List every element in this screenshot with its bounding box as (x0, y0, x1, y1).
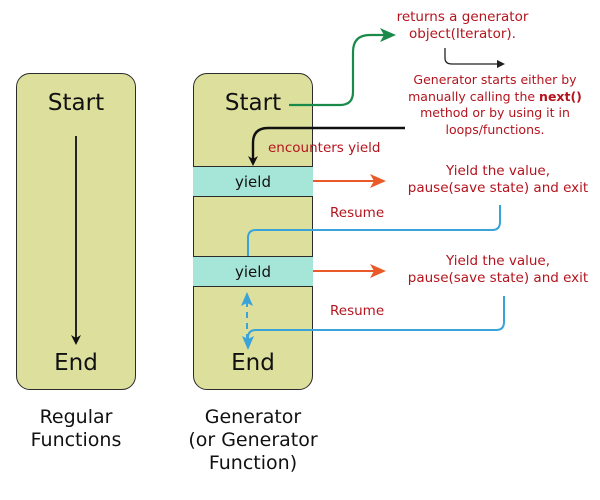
yield-1-note-line-2: pause(save state) and exit (407, 180, 589, 196)
generator-caption-line-1: Generator (204, 406, 302, 428)
yield-step-1: yield (193, 166, 313, 197)
generator-caption-line-2: (or Generator (188, 429, 318, 451)
starts-note-line-4: loops/functions. (445, 121, 545, 137)
starts-note-arrow (444, 48, 505, 68)
encounters-yield-arrow (248, 126, 405, 166)
generator-starts-note: Generator starts either by manually call… (395, 72, 595, 138)
resume-1-arrow (247, 205, 501, 256)
regular-start-label: Start (47, 90, 105, 116)
yield-step-2: yield (193, 256, 313, 287)
yield-2-note-line-1: Yield the value, (445, 253, 551, 269)
yield-1-note-line-1: Yield the value, (445, 163, 551, 179)
resume-1-label: Resume (330, 205, 385, 221)
regular-caption-line-1: Regular (39, 406, 113, 428)
starts-note-line-1: Generator starts either by (413, 72, 577, 87)
resume-2-label: Resume (330, 303, 385, 319)
generator-end-label: End (231, 350, 275, 376)
starts-note-line-3: method or by using it in (420, 105, 570, 120)
generator-caption-line-3: Function) (208, 452, 298, 474)
starts-note-line-2-text: manually calling the (408, 88, 540, 104)
returns-object-arrow (289, 28, 396, 107)
resume-2-arrow (242, 296, 505, 350)
generator-start-label: Start (224, 90, 282, 116)
returns-note-line-1: returns a generator (396, 9, 529, 25)
regular-function-caption: Regular Functions (16, 406, 136, 452)
yield-1-note: Yield the value, pause(save state) and e… (398, 163, 598, 197)
yield-2-note: Yield the value, pause(save state) and e… (398, 253, 598, 287)
returns-note-line-2: object(Iterator). (409, 26, 516, 42)
next-method-keyword: next() (539, 88, 582, 104)
regular-end-label: End (54, 350, 98, 376)
encounters-yield-label: encounters yield (268, 140, 381, 156)
returns-object-note: returns a generator object(Iterator). (380, 9, 545, 43)
generator-function-caption: Generator (or Generator Function) (183, 406, 323, 475)
yield-2-note-line-2: pause(save state) and exit (407, 270, 589, 286)
starts-note-line-2: manually calling the next() (395, 89, 595, 106)
regular-caption-line-2: Functions (30, 429, 122, 451)
